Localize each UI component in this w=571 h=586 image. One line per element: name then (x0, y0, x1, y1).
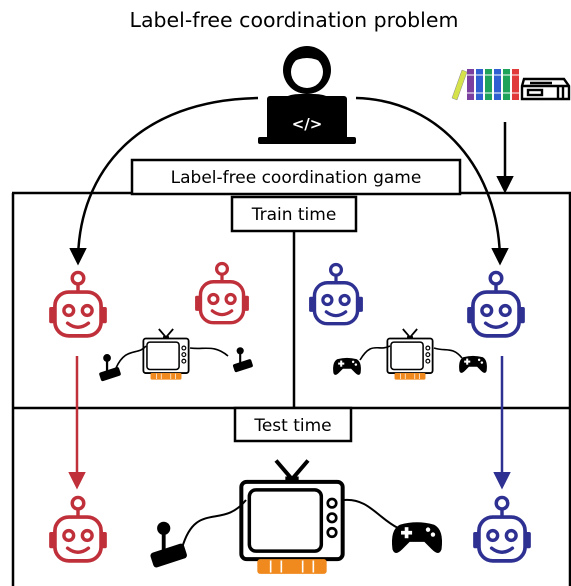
books-icon (451, 69, 519, 101)
television-icon (386, 327, 434, 381)
television-icon (142, 327, 190, 381)
cable (343, 498, 399, 529)
robot-icon (471, 495, 533, 563)
robot-icon (47, 495, 109, 563)
cable (115, 345, 147, 369)
game-label: Label-free coordination game (171, 168, 422, 188)
gamepad-icon (459, 355, 487, 373)
robot-icon (47, 270, 109, 338)
television-icon (241, 461, 342, 574)
test-label: Test time (253, 416, 331, 436)
joystick-icon (97, 352, 123, 383)
game-label-box: Label-free coordination game (130, 158, 462, 196)
gamepad-icon (391, 522, 443, 553)
robot-icon (193, 261, 251, 325)
joystick-icon (231, 346, 255, 374)
game-console-icon (520, 77, 571, 101)
developer-arrow-red (69, 96, 259, 266)
gamepad-icon (333, 357, 361, 375)
train-label-box: Train time (230, 195, 358, 233)
robot-icon (307, 262, 365, 326)
developer-laptop-icon: </> (258, 46, 356, 144)
frame (11, 191, 571, 586)
cable (181, 499, 247, 549)
developer-arrow-blue (355, 96, 509, 266)
cable (189, 347, 229, 357)
code-brackets-icon: </> (292, 115, 323, 133)
cable (433, 347, 463, 359)
train-label: Train time (251, 205, 337, 225)
diagram-title: Label-free coordination problem (130, 8, 459, 32)
robot-icon (465, 270, 527, 338)
cable (359, 345, 391, 361)
test-label-box: Test time (233, 406, 353, 443)
